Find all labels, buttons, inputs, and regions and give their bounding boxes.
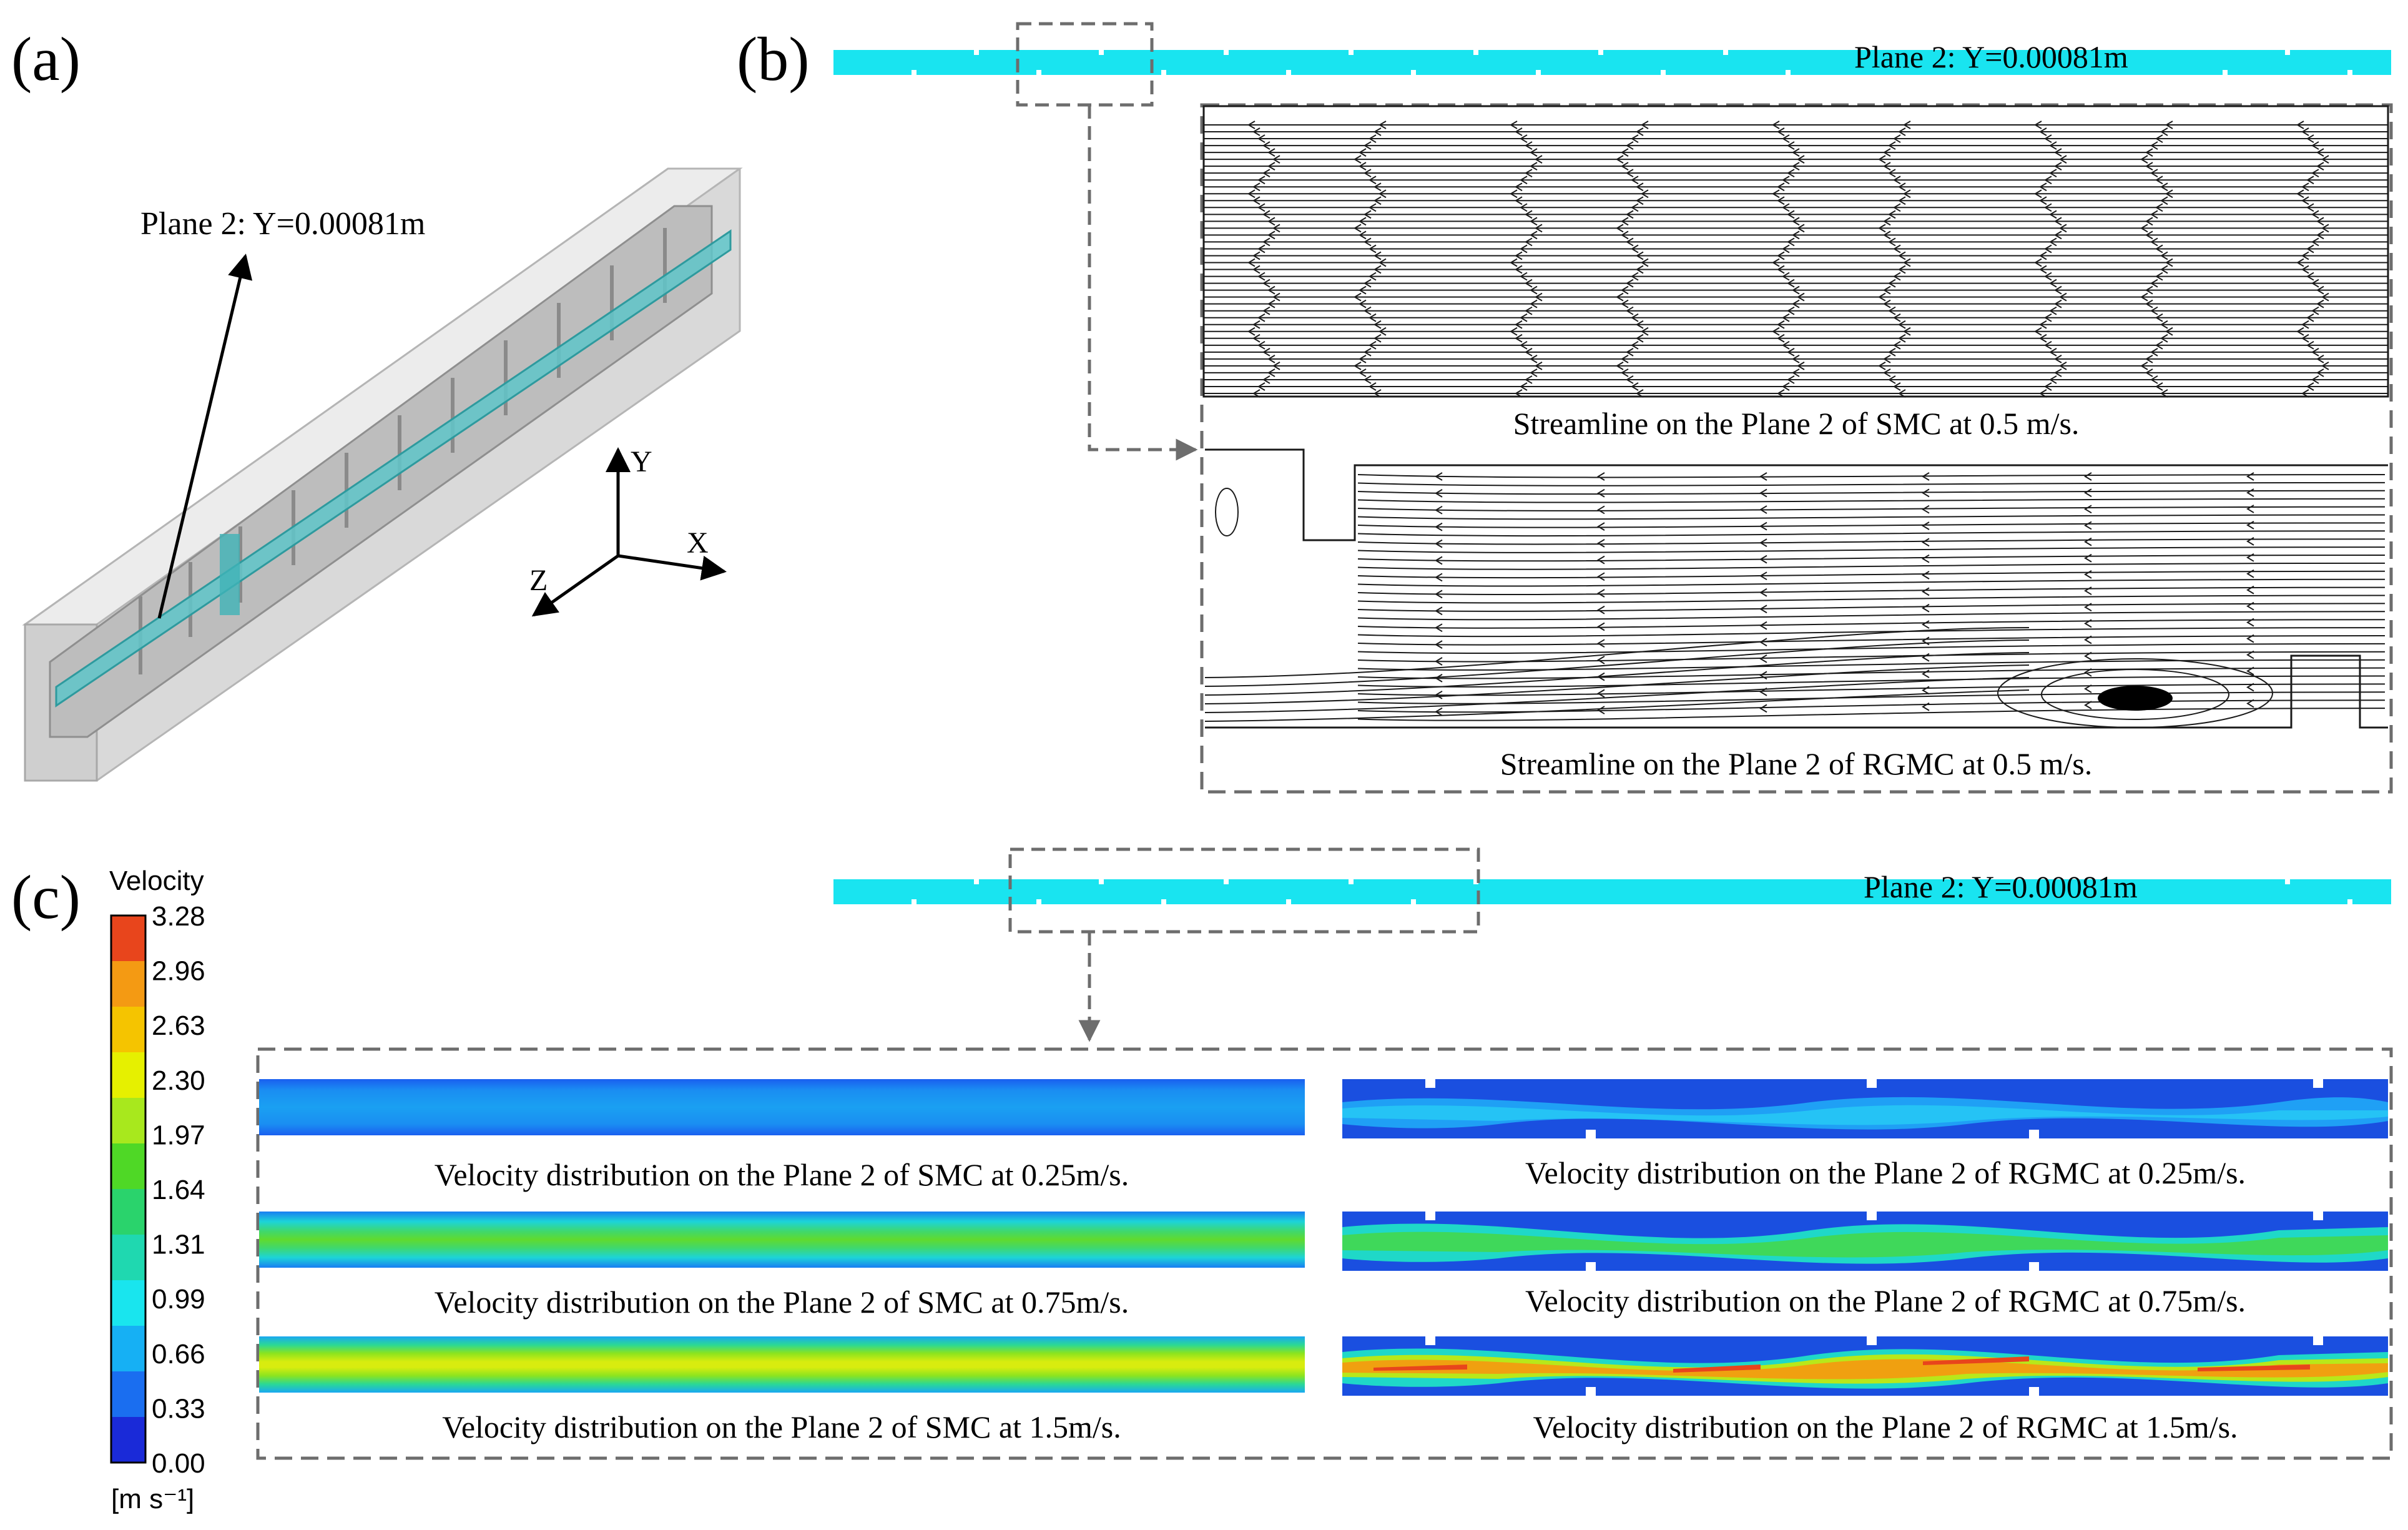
rgmc-contour-025 xyxy=(1342,1079,2388,1138)
rgmc-caption-075: Velocity distribution on the Plane 2 of … xyxy=(1525,1283,2246,1318)
rgmc-contour-075 xyxy=(1342,1212,2388,1271)
colorbar-segment xyxy=(111,916,145,962)
colorbar-segment xyxy=(111,1235,145,1281)
colorbar-unit: [m s⁻¹] xyxy=(111,1484,194,1514)
x-axis-label: X xyxy=(687,526,709,560)
plane-section-marker xyxy=(220,534,240,615)
smc-caption-150: Velocity distribution on the Plane 2 of … xyxy=(442,1409,1121,1444)
colorbar-tick-label: 0.99 xyxy=(152,1284,205,1315)
rgmc-bottom-wall xyxy=(1205,654,2388,729)
zoom-panel-b xyxy=(1200,103,2393,794)
colorbar-segment xyxy=(111,1007,145,1053)
zoom-panel-c xyxy=(256,1047,2393,1460)
colorbar-title: Velocity xyxy=(109,866,204,896)
colorbar-segment xyxy=(111,961,145,1007)
colorbar-segment xyxy=(111,1143,145,1190)
colorbar-segment xyxy=(111,1280,145,1326)
smc-streamlines xyxy=(1202,105,2389,398)
smc-caption-025: Velocity distribution on the Plane 2 of … xyxy=(435,1157,1129,1192)
rgmc-caption-025: Velocity distribution on the Plane 2 of … xyxy=(1525,1155,2246,1190)
rgmc-streamline-caption: Streamline on the Plane 2 of RGMC at 0.5… xyxy=(1500,746,2093,781)
rgmc-streamlines xyxy=(1204,448,2388,729)
rgmc-contour-150 xyxy=(1342,1336,2388,1396)
colorbar-segment xyxy=(111,1417,145,1463)
recirculation-vortex-core xyxy=(2098,686,2173,711)
velocity-colorbar xyxy=(110,914,147,1464)
zoom-selection-box-c xyxy=(1008,847,1480,934)
panel-b-plane-label: Plane 2: Y=0.00081m xyxy=(1854,39,2128,74)
x-axis-arrow xyxy=(617,554,727,581)
colorbar-tick-label: 0.00 xyxy=(152,1448,205,1479)
smc-caption-075: Velocity distribution on the Plane 2 of … xyxy=(435,1285,1129,1320)
zoom-selection-box-b xyxy=(1016,22,1154,107)
z-axis-label: Z xyxy=(529,564,548,597)
corner-vortex xyxy=(1215,488,1239,536)
z-axis-arrow xyxy=(531,554,619,617)
panel-a-plane-label: Plane 2: Y=0.00081m xyxy=(140,206,425,242)
smc-contour-075 xyxy=(259,1212,1305,1268)
plane-pointer-arrow xyxy=(157,254,253,619)
coordinate-axes: Y X Z xyxy=(529,445,727,617)
colorbar-segment xyxy=(111,1189,145,1235)
rgmc-top-wall xyxy=(1205,448,2388,541)
colorbar-tick-label: 2.30 xyxy=(152,1065,205,1096)
colorbar-tick-label: 1.64 xyxy=(152,1175,205,1205)
zoom-connector-b xyxy=(1088,105,1198,461)
channel-strip-b xyxy=(833,50,2391,75)
colorbar-tick-label: 0.33 xyxy=(152,1393,205,1424)
colorbar-tick-label: 3.28 xyxy=(152,901,205,932)
panel-b-label: (b) xyxy=(737,24,810,94)
colorbar-tick-label: 1.97 xyxy=(152,1120,205,1150)
y-axis-label: Y xyxy=(631,445,652,478)
colorbar-segment xyxy=(111,1326,145,1372)
colorbar-tick-labels: 3.28 2.96 2.63 2.30 1.97 1.64 1.31 0.99 0.66 0.33… xyxy=(152,901,205,1479)
panel-c-channel-strip xyxy=(833,879,2391,904)
panel-a-label: (a) xyxy=(11,24,81,94)
colorbar-segment xyxy=(111,1098,145,1144)
smc-contour-150 xyxy=(259,1336,1305,1393)
smc-streamline-caption: Streamline on the Plane 2 of SMC at 0.5 … xyxy=(1513,406,2080,441)
panel-c-plane-label: Plane 2: Y=0.00081m xyxy=(1864,869,2138,904)
channel-3d-illustration xyxy=(22,167,743,782)
colorbar-segment xyxy=(111,1371,145,1418)
colorbar-tick-label: 2.63 xyxy=(152,1010,205,1041)
channel-strip-c xyxy=(833,879,2391,904)
colorbar-tick-label: 0.66 xyxy=(152,1339,205,1370)
plane-2-highlight xyxy=(55,229,732,708)
panel-c-label: (c) xyxy=(11,862,81,932)
smc-contour-025 xyxy=(259,1079,1305,1135)
rgmc-caption-150: Velocity distribution on the Plane 2 of … xyxy=(1533,1409,2238,1444)
colorbar-segment xyxy=(111,1052,145,1098)
colorbar-tick-label: 2.96 xyxy=(152,956,205,987)
panel-b-channel-strip xyxy=(833,50,2391,75)
colorbar-tick-label: 1.31 xyxy=(152,1230,205,1260)
